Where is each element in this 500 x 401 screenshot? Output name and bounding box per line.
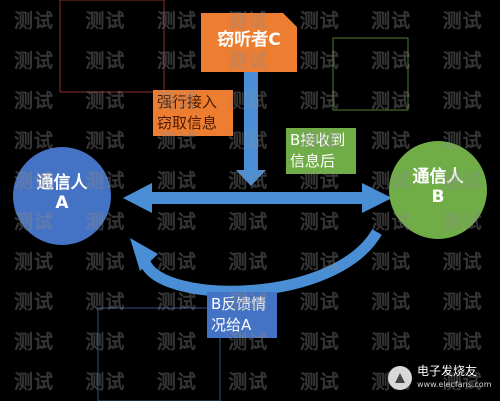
arrow-feedback-curve	[139, 229, 382, 297]
eavesdropper-label: 窃听者C	[217, 30, 281, 50]
site-logo: 电子发烧友 www.elecfans.com	[388, 363, 492, 393]
logo-text: 电子发烧友 www.elecfans.com	[417, 365, 492, 391]
party-a-circle	[13, 147, 111, 245]
arrow-eavesdrop-down	[236, 72, 266, 186]
force-access-label: 强行接入 窃取信息	[153, 90, 233, 136]
party-a-label: 通信人 A	[13, 173, 111, 213]
force-access-line1: 强行接入	[157, 93, 218, 111]
party-b-line1: 通信人	[412, 167, 464, 187]
logo-icon	[388, 366, 412, 390]
logo-site: www.elecfans.com	[417, 380, 492, 389]
arrow-feedback-head	[130, 238, 158, 271]
party-a-line2: A	[55, 192, 69, 213]
outline-box-top-left	[59, 0, 165, 93]
party-b-circle	[389, 141, 487, 239]
logo-name: 电子发烧友	[417, 364, 478, 378]
b-feedback-label: B反馈情 况给A	[207, 292, 277, 338]
force-access-line2: 窃取信息	[157, 114, 218, 132]
b-received-label: B接收到 信息后	[286, 128, 356, 174]
outline-box-top-right	[332, 37, 409, 111]
party-b-label: 通信人 B	[389, 167, 487, 207]
b-feedback-line1: B反馈情	[211, 295, 267, 313]
eavesdropper-box	[201, 13, 297, 72]
b-received-line1: B接收到	[290, 131, 346, 149]
outline-box-bottom	[97, 307, 221, 401]
b-feedback-line2: 况给A	[211, 316, 252, 334]
arrow-a-b	[123, 183, 392, 213]
b-received-line2: 信息后	[290, 152, 336, 170]
party-a-line1: 通信人	[36, 173, 88, 193]
party-b-line2: B	[431, 186, 445, 207]
